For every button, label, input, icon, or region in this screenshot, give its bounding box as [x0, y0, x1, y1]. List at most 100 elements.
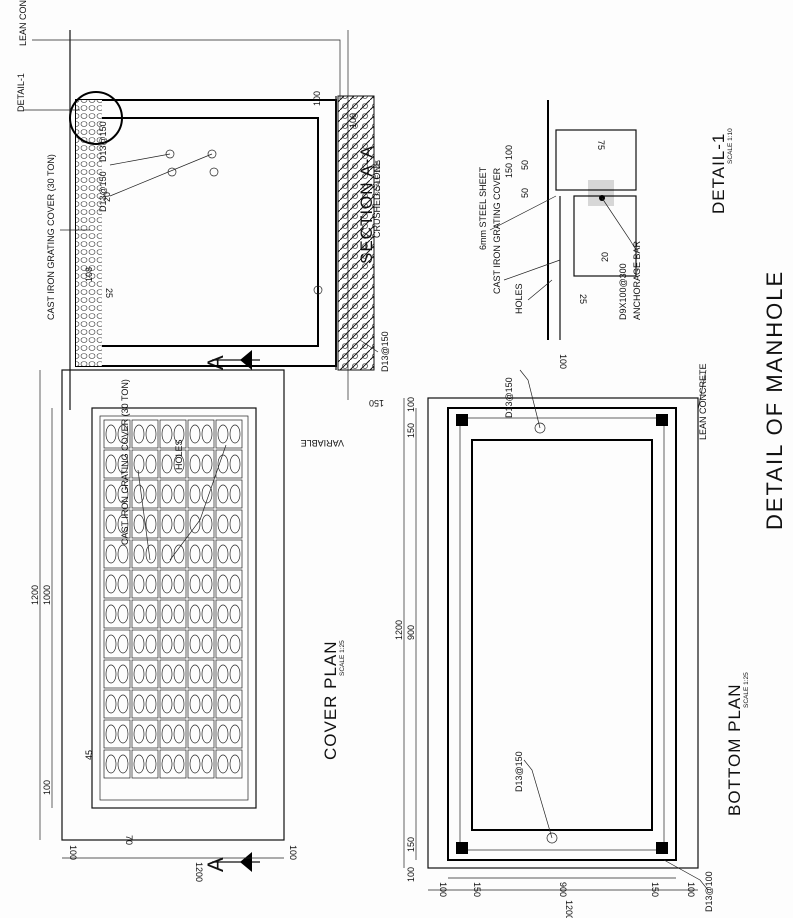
grating-hole [161, 724, 173, 744]
grating-hole [201, 544, 213, 564]
grating-cell [103, 659, 131, 689]
grating-cell [215, 719, 243, 749]
grating-cell [131, 719, 159, 749]
grating-hole [145, 664, 157, 684]
detail-anchor-zone [588, 180, 614, 206]
grating-hole [105, 574, 117, 594]
grating-hole [189, 514, 201, 534]
grating-hole [105, 754, 117, 774]
grating-cell [215, 749, 243, 779]
bottom-wall-inner [471, 439, 653, 831]
section-label-lean-concrete: LEAN CONCRETE [18, 0, 28, 46]
grating-cell [215, 629, 243, 659]
grating-hole [145, 514, 157, 534]
grating-hole [161, 424, 173, 444]
section-dim-step: 20 [102, 192, 112, 202]
detail-dim-50b: 50 [520, 160, 530, 170]
grating-cell [187, 449, 215, 479]
grating-hole [145, 754, 157, 774]
grating-hole [145, 484, 157, 504]
grating-cell [131, 689, 159, 719]
grating-hole [189, 574, 201, 594]
bp-dim-overall-h: 1200 [564, 900, 574, 918]
section-inner [95, 117, 319, 347]
grating-cell [187, 539, 215, 569]
grating-hole [133, 514, 145, 534]
grating-hole [145, 694, 157, 714]
grating-hole [117, 724, 129, 744]
grating-hole [201, 424, 213, 444]
grating-hole [229, 484, 241, 504]
grating-hole [105, 694, 117, 714]
detail-label-anchorage: ANCHORAGE BAR [632, 240, 642, 320]
grating-cell [187, 659, 215, 689]
grating-hole [189, 754, 201, 774]
bottom-plan-scale: SCALE 1:25 [743, 672, 750, 708]
grating-hole [105, 454, 117, 474]
grating-hole [173, 544, 185, 564]
grating-hole [217, 694, 229, 714]
grating-hole [229, 574, 241, 594]
grating-hole [229, 754, 241, 774]
section-aa: VARIABLE 150 100 20 108 25 100 DETAIL-1 … [16, 0, 390, 448]
grating-hole [117, 694, 129, 714]
grating-cell [187, 599, 215, 629]
grating-hole [189, 544, 201, 564]
bottom-rebar [459, 417, 665, 851]
corner-bar-4 [656, 842, 668, 854]
grating-cell [159, 509, 187, 539]
cover-dim-pitch: 45 [84, 750, 94, 760]
grating-hole [217, 574, 229, 594]
grating-hole [217, 514, 229, 534]
grating-hole [189, 604, 201, 624]
grating-hole [105, 604, 117, 624]
detail-label-steel-sheet: 6mm STEEL SHEET [478, 166, 488, 250]
bp-dim-h-edge-bottom: 100 [686, 882, 696, 897]
grating-cell [215, 479, 243, 509]
detail-label-bar: D9X100@300 [618, 263, 628, 320]
grating-cell [103, 419, 131, 449]
grating-cell [159, 659, 187, 689]
grating-hole [173, 454, 185, 474]
bp-dim-inner-h: 900 [558, 882, 568, 897]
grating-hole [201, 724, 213, 744]
section-dim-slab: 100 [312, 91, 322, 106]
bp-dim-inner-w: 900 [406, 625, 416, 640]
grating-cell [215, 449, 243, 479]
grating-hole [117, 544, 129, 564]
corner-bar-1 [456, 414, 468, 426]
bottom-plan-title: BOTTOM PLAN [725, 683, 744, 816]
section-label-rebar-1: D13@150 [98, 121, 108, 162]
grating-hole [117, 604, 129, 624]
grating-hole [161, 514, 173, 534]
grating-cell [215, 419, 243, 449]
section-outer [75, 99, 337, 367]
detail-dim-100b: 100 [558, 354, 568, 369]
grating-cell [159, 449, 187, 479]
grating-hole [145, 604, 157, 624]
detail-concrete-block [555, 129, 637, 191]
grating-cell [103, 629, 131, 659]
grating-cells [103, 419, 243, 779]
section-label-rebar-bottom: D13@150 [380, 331, 390, 372]
grating-cell [131, 449, 159, 479]
grating-cell [159, 599, 187, 629]
grating-cell [215, 509, 243, 539]
grating-hole [217, 454, 229, 474]
grating-hole [189, 664, 201, 684]
grating-hole [161, 484, 173, 504]
cover-plan-scale: SCALE 1:25 [339, 640, 346, 676]
grating-cell [159, 719, 187, 749]
grating-cell [187, 509, 215, 539]
grating-hole [145, 454, 157, 474]
bp-dim-h-edge-top: 100 [438, 882, 448, 897]
cover-plan-title: COVER PLAN [321, 640, 340, 760]
grating-cell [187, 629, 215, 659]
grating-hole [133, 664, 145, 684]
section-aa-scale: SCALE 1:25 [375, 160, 382, 196]
grating-hole [117, 424, 129, 444]
grating-hole [117, 484, 129, 504]
grating-cell [159, 539, 187, 569]
grating-hole [229, 454, 241, 474]
cover-plan: A A 1200 1000 100 45 70 1200 100 100 CAS… [30, 350, 346, 882]
